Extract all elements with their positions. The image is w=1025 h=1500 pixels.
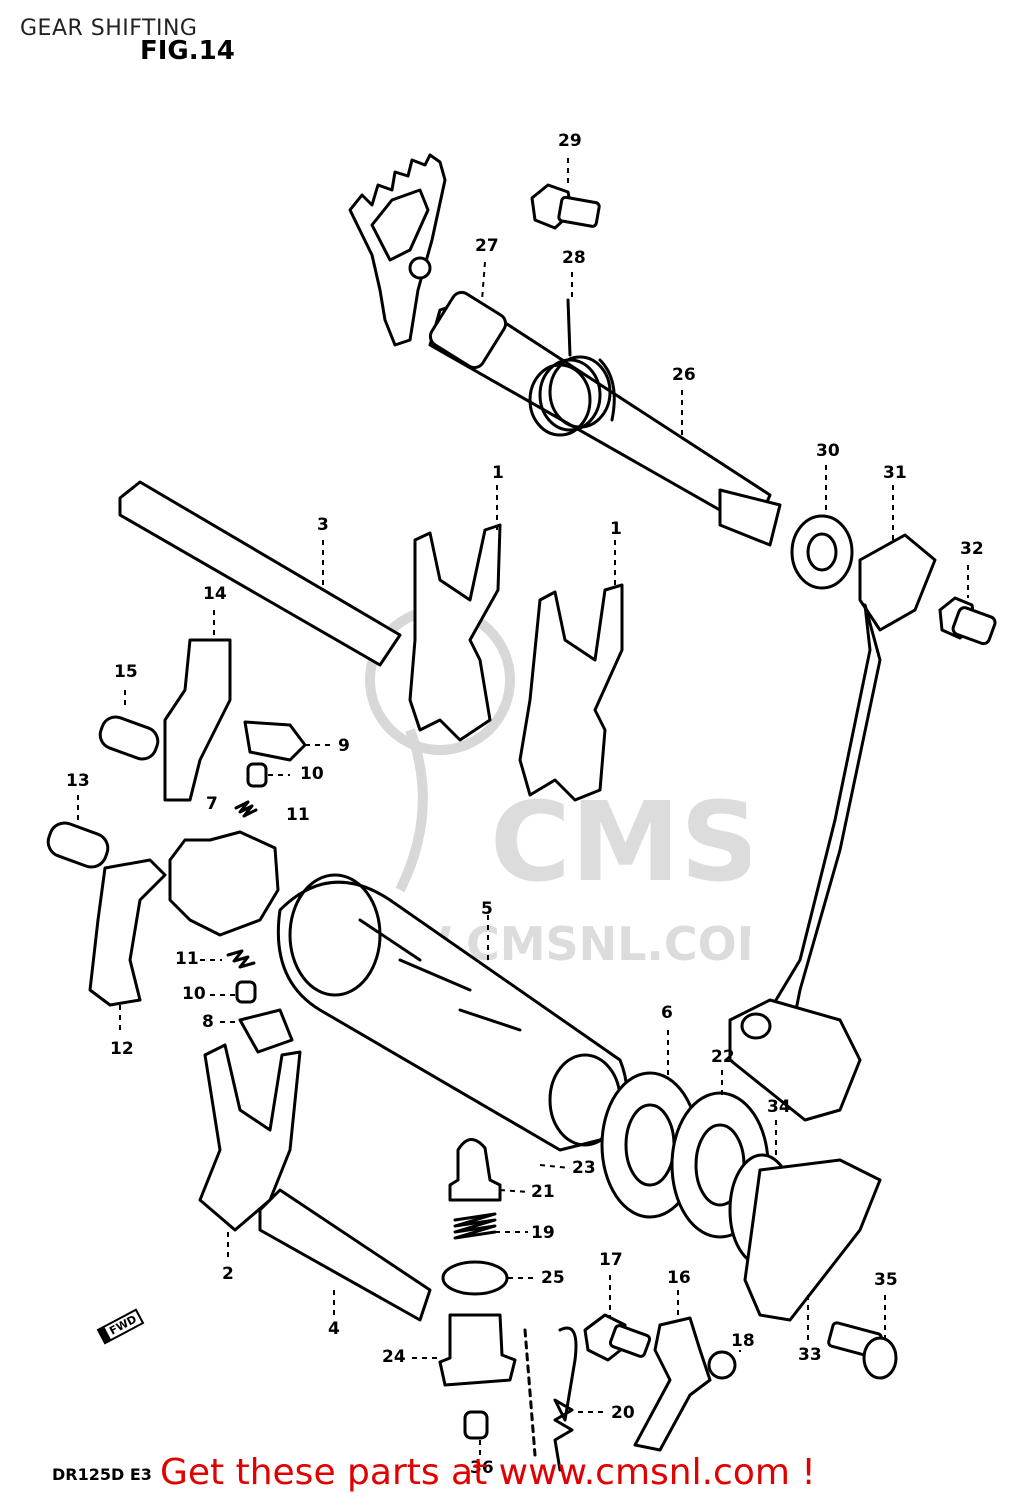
part-27-shift-arm (348, 153, 447, 347)
callout-20: 20 (611, 1403, 635, 1423)
part-21-plunger (448, 1138, 502, 1202)
part-8-block (238, 1008, 294, 1054)
cmsnl-watermark: CMS WWW.CMSNL.COM (300, 605, 750, 971)
part-10-pin-b (235, 980, 257, 1004)
part-2-shift-fork (198, 1043, 302, 1232)
callout-32: 32 (960, 539, 984, 559)
callout-1b: 1 (610, 519, 622, 539)
part-12-plate (88, 858, 167, 1007)
callout-16: 16 (667, 1268, 691, 1288)
callout-9: 9 (338, 736, 350, 756)
part-15-pin (98, 715, 160, 761)
part-16-arm (633, 1316, 712, 1452)
part-31-shift-lever (728, 533, 937, 1122)
part-19-spring (453, 1212, 497, 1240)
part-26-shift-shaft (428, 290, 782, 547)
callout-5: 5 (481, 899, 493, 919)
part-13-screw (46, 821, 110, 869)
part-5-shift-drum (276, 873, 629, 1152)
part-33-cover (743, 1158, 882, 1322)
callout-1a: 1 (492, 463, 504, 483)
callout-2: 2 (222, 1264, 234, 1284)
callout-26: 26 (672, 365, 696, 385)
callout-25: 25 (541, 1268, 565, 1288)
callout-28: 28 (562, 248, 586, 268)
callout-3: 3 (317, 515, 329, 535)
part-4-fork-shaft (258, 1188, 432, 1322)
callout-21: 21 (531, 1182, 555, 1202)
callout-17: 17 (599, 1250, 623, 1270)
part-36-screw (463, 1410, 489, 1440)
callout-10a: 10 (300, 764, 324, 784)
part-30-oil-seal (790, 514, 854, 590)
callout-11a: 11 (286, 805, 310, 825)
callout-7: 7 (206, 794, 218, 814)
part-29-bolt (530, 183, 601, 230)
part-25-washer (441, 1260, 509, 1296)
callout-12: 12 (110, 1039, 134, 1059)
callout-8: 8 (202, 1012, 214, 1032)
part-1-shift-fork-a (408, 523, 502, 742)
callout-33: 33 (798, 1345, 822, 1365)
callout-24: 24 (382, 1347, 406, 1367)
part-18-washer (707, 1350, 737, 1380)
callout-34: 34 (767, 1097, 791, 1117)
page-title: GEAR SHIFTING (20, 16, 198, 41)
cmsnl-promo-link[interactable]: Get these parts at www.cmsnl.com ! (160, 1452, 816, 1493)
part-9-cam (243, 720, 307, 762)
part-11-spring-a (234, 800, 258, 818)
figure-label: FIG.14 (140, 36, 235, 66)
part-1-shift-fork-b (518, 583, 624, 802)
callout-6: 6 (661, 1003, 673, 1023)
callout-4: 4 (328, 1319, 340, 1339)
part-28-return-spring (528, 298, 616, 437)
callout-27: 27 (475, 236, 499, 256)
callout-10b: 10 (182, 984, 206, 1004)
callout-30: 30 (816, 441, 840, 461)
callout-22: 22 (711, 1047, 735, 1067)
part-3-fork-shaft (118, 480, 402, 667)
leader-lines (77, 158, 969, 1458)
part-11-spring-b (226, 949, 256, 969)
part-20-spring (553, 1326, 578, 1472)
part-14-plate (163, 638, 232, 802)
part-10-pin-a (246, 762, 268, 788)
part-24-plug (438, 1313, 517, 1387)
part-7-cam-gear (168, 830, 280, 937)
callout-36: 36 (470, 1458, 494, 1478)
callout-11b: 11 (175, 949, 199, 969)
watermark-brand: CMS (490, 778, 750, 906)
callout-14: 14 (203, 584, 227, 604)
callout-13: 13 (66, 771, 90, 791)
callout-35: 35 (874, 1270, 898, 1290)
callout-29: 29 (558, 131, 582, 151)
part-32-bolt (938, 596, 997, 646)
callout-15: 15 (114, 662, 138, 682)
callout-31: 31 (883, 463, 907, 483)
callout-19: 19 (531, 1223, 555, 1243)
callout-18: 18 (731, 1331, 755, 1351)
callout-23: 23 (572, 1158, 596, 1178)
model-code: DR125D E3 (52, 1465, 152, 1484)
